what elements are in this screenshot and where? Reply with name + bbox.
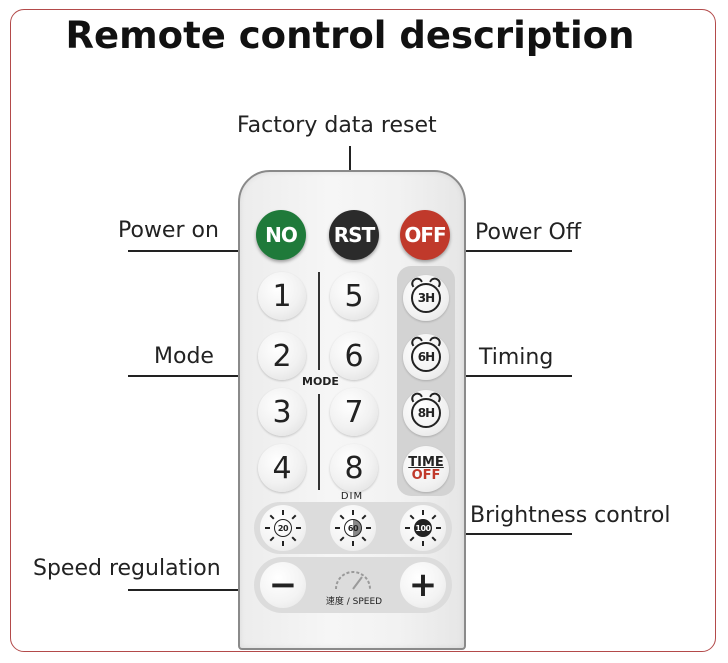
brightness-100-button[interactable]: 100 — [400, 505, 446, 551]
timer-8h-label: 8H — [417, 406, 435, 420]
brightness-60-button[interactable]: 60 — [330, 505, 376, 551]
dim-text: DIM — [340, 491, 364, 502]
callout-line-factory-reset — [349, 146, 351, 170]
sun-icon: 20 — [265, 510, 301, 546]
speed-plus-button[interactable]: + — [400, 562, 446, 608]
timer-6h-button[interactable]: 6H — [403, 334, 449, 380]
mode-4-button[interactable]: 4 — [258, 444, 306, 492]
sun-icon: 60 — [335, 510, 371, 546]
mode-3-button[interactable]: 3 — [258, 388, 306, 436]
label-power-off: Power Off — [475, 220, 581, 245]
label-timing: Timing — [479, 345, 554, 370]
power-off-button[interactable]: OFF — [400, 210, 450, 260]
mode-divider-bottom — [318, 394, 320, 490]
label-factory-reset: Factory data reset — [237, 113, 437, 138]
mode-7-button[interactable]: 7 — [330, 388, 378, 436]
mode-divider-top — [318, 272, 320, 370]
callout-line-power-on — [128, 250, 240, 252]
brightness-20-button[interactable]: 20 — [260, 505, 306, 551]
alarm-clock-icon: 3H — [409, 275, 443, 313]
time-off-line1: TIME — [408, 455, 444, 470]
power-on-button[interactable]: NO — [256, 210, 306, 260]
mode-8-button[interactable]: 8 — [330, 444, 378, 492]
callout-line-power-off — [464, 250, 572, 252]
sun-icon: 100 — [405, 510, 441, 546]
callout-line-mode — [128, 375, 240, 377]
timer-8h-button[interactable]: 8H — [403, 390, 449, 436]
speed-text: 速度 / SPEED — [325, 597, 383, 607]
reset-button[interactable]: RST — [329, 210, 379, 260]
label-brightness: Brightness control — [470, 503, 671, 528]
alarm-clock-icon: 8H — [409, 390, 443, 428]
alarm-clock-icon: 6H — [409, 334, 443, 372]
time-off-button[interactable]: TIME OFF — [403, 446, 449, 492]
brightness-20-label: 20 — [274, 519, 292, 537]
image-frame — [10, 9, 716, 652]
callout-line-brightness — [464, 533, 572, 535]
brightness-100-label: 100 — [414, 519, 432, 537]
speedometer-icon — [335, 571, 371, 590]
label-mode: Mode — [154, 344, 214, 369]
mode-5-button[interactable]: 5 — [330, 272, 378, 320]
mode-text: MODE — [302, 375, 339, 388]
remote-control: NO RST OFF 1 2 3 4 5 6 7 8 MODE 3H 6H 8H… — [238, 170, 466, 650]
label-speed: Speed regulation — [33, 556, 221, 581]
mode-1-button[interactable]: 1 — [258, 272, 306, 320]
page-title: Remote control description — [65, 14, 635, 57]
mode-6-button[interactable]: 6 — [330, 332, 378, 380]
brightness-60-label: 60 — [344, 519, 362, 537]
label-power-on: Power on — [118, 218, 219, 243]
timer-6h-label: 6H — [417, 350, 435, 364]
mode-2-button[interactable]: 2 — [258, 332, 306, 380]
timer-3h-label: 3H — [417, 291, 435, 305]
speed-minus-button[interactable]: − — [260, 562, 306, 608]
callout-line-speed — [128, 589, 240, 591]
time-off-line2: OFF — [411, 468, 441, 483]
callout-line-timing — [464, 375, 572, 377]
timer-3h-button[interactable]: 3H — [403, 275, 449, 321]
